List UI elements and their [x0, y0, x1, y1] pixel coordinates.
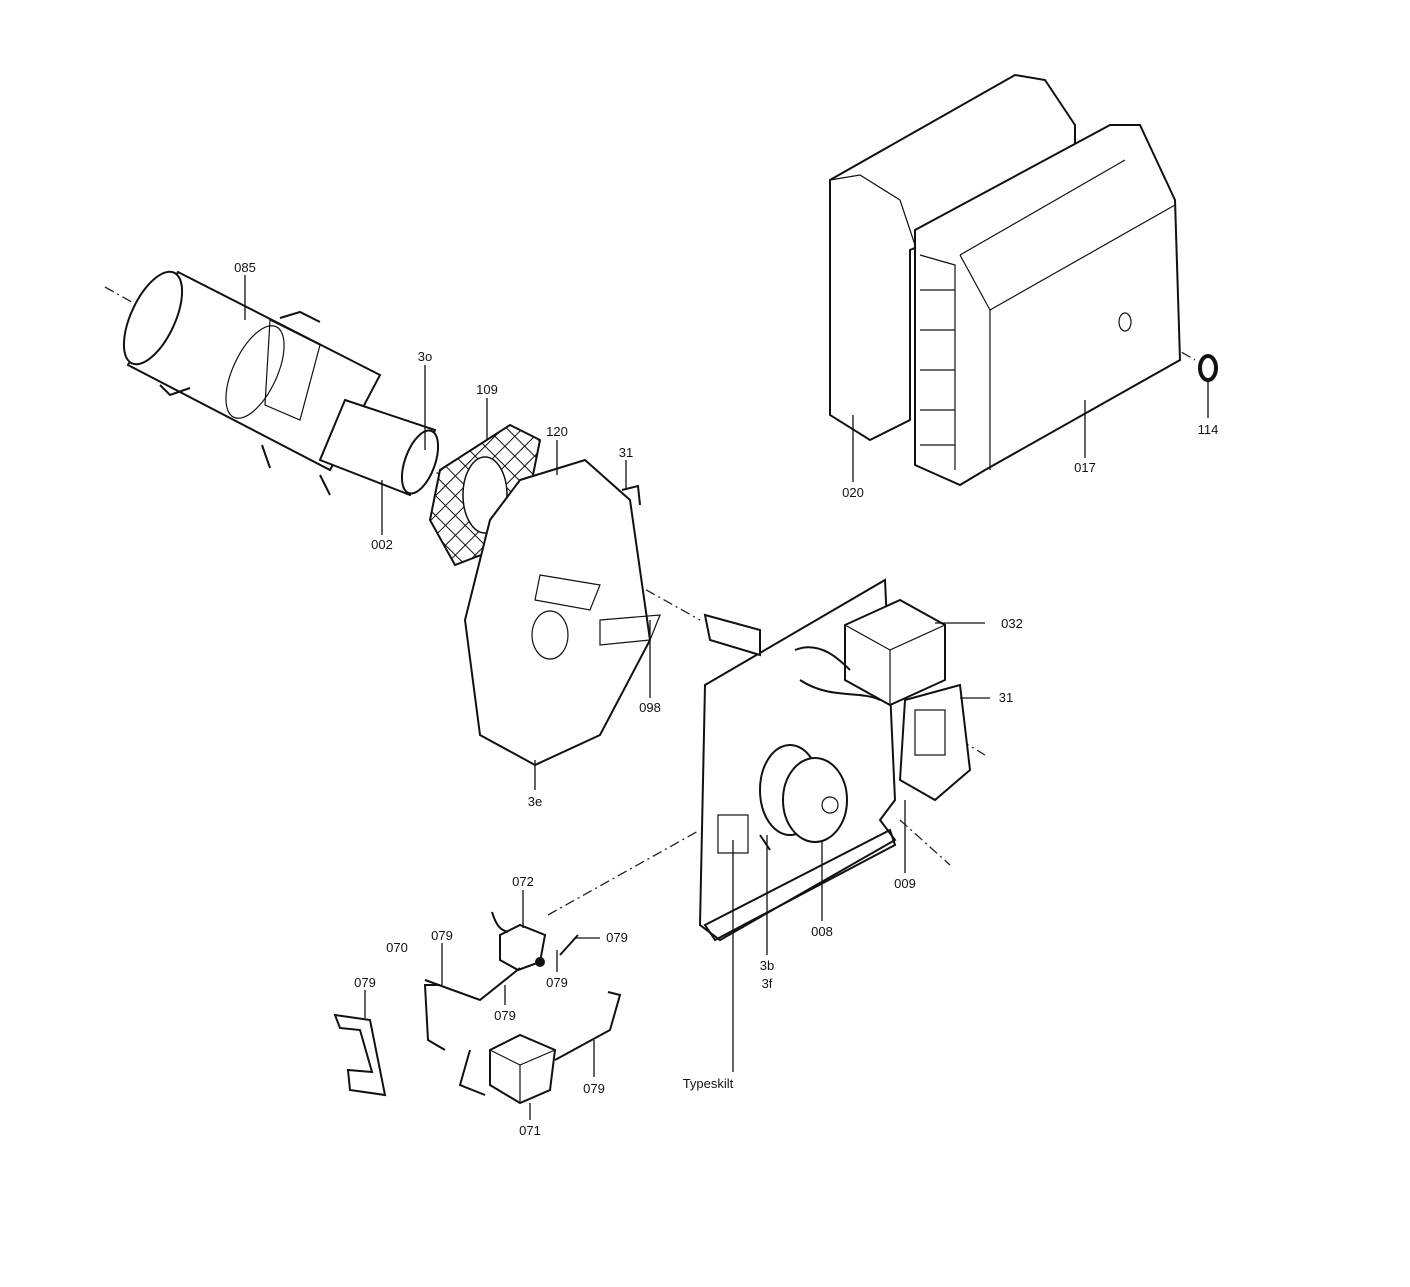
- label-079: 079: [583, 1081, 605, 1096]
- label-079: 079: [354, 975, 376, 990]
- label-31: 31: [619, 445, 633, 460]
- label-008: 008: [811, 924, 833, 939]
- label-079: 079: [431, 928, 453, 943]
- leader-lines: [244, 275, 1209, 1120]
- coil-31: [898, 683, 972, 802]
- fan-housing-120: [463, 458, 661, 767]
- nozzle-assembly-002: [318, 398, 440, 497]
- solenoid-valve-072: [491, 911, 547, 972]
- label-017: 017: [1074, 460, 1096, 475]
- label-3e: 3e: [528, 794, 542, 809]
- label-114: 114: [1198, 422, 1219, 437]
- label-079: 079: [494, 1008, 516, 1023]
- label-032: 032: [1001, 616, 1023, 631]
- motor-008: [759, 744, 848, 851]
- label-085: 085: [234, 260, 256, 275]
- pump-071: [423, 984, 622, 1105]
- label-079: 079: [606, 930, 628, 945]
- label-079: 079: [546, 975, 568, 990]
- label-109: 109: [476, 382, 498, 397]
- label-009: 009: [894, 876, 916, 891]
- label-070: 070: [386, 940, 408, 955]
- part-labels: 085 3o 109 120 31 002 098 3e 020 017 114…: [234, 260, 1218, 1138]
- label-098: 098: [639, 700, 661, 715]
- label-typeskilt: Typeskilt: [683, 1076, 734, 1091]
- cover-017: [914, 124, 1182, 487]
- label-072: 072: [512, 874, 534, 889]
- bracket-079: [333, 1013, 387, 1097]
- flame-sensor: [703, 613, 761, 657]
- label-3b: 3b: [760, 958, 774, 973]
- label-31-coil: 31: [999, 690, 1013, 705]
- blast-tube-085: [122, 270, 382, 496]
- grommet-114: [1198, 354, 1218, 382]
- label-120: 120: [546, 424, 568, 439]
- label-002: 002: [371, 537, 393, 552]
- label-071: 071: [519, 1123, 541, 1138]
- label-020: 020: [842, 485, 864, 500]
- ignition-transformer-032: [794, 598, 946, 707]
- label-3o: 3o: [418, 349, 432, 364]
- label-3f: 3f: [762, 976, 773, 991]
